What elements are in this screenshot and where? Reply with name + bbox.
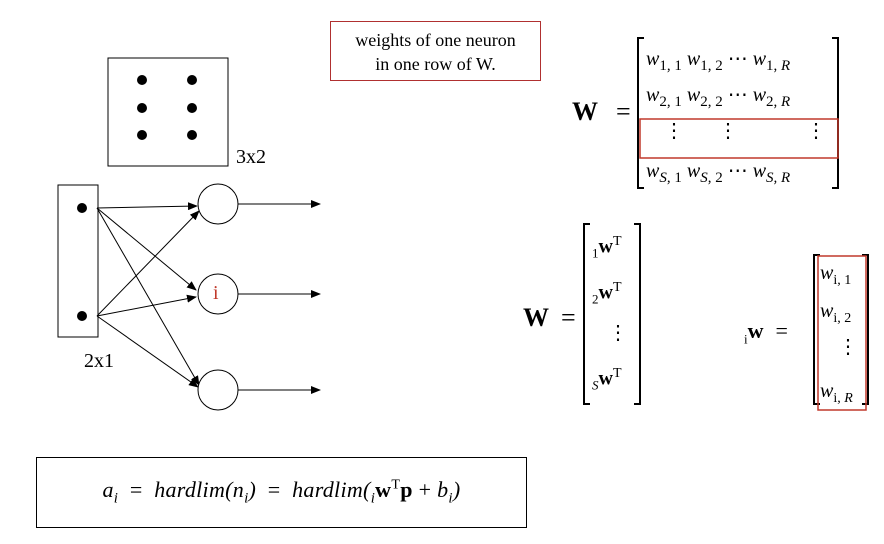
matrix-W-rows-entries: 1wT 2wT ⋮ SwT bbox=[592, 234, 638, 406]
row-1w: 1wT bbox=[592, 234, 622, 261]
matrix-row-2: w2, 1 w2, 2 ⋯ w2, R bbox=[646, 84, 791, 110]
formula-box: ai = hardlim(ni) = hardlim(iwTp + bi) bbox=[36, 457, 527, 528]
matrix-row-1: w1, 1 w1, 2 ⋯ w1, R bbox=[646, 48, 791, 74]
note-line-1: weights of one neuron bbox=[355, 30, 516, 50]
note-line-2: in one row of W. bbox=[375, 54, 496, 74]
iw-entry-1: wi, 1 bbox=[820, 262, 852, 288]
iw-entry-2: wi, 2 bbox=[820, 300, 852, 326]
equals-sign: = bbox=[616, 97, 631, 126]
matrix-W-entries: w1, 1 w1, 2 ⋯ w1, R w2, 1 w2, 2 ⋯ w2, R … bbox=[646, 46, 836, 194]
matrix-row-dots: ⋮ ⋮ ⋮ bbox=[664, 120, 826, 142]
iw-entry-R: wi, R bbox=[820, 380, 853, 406]
matrix-W-rows-symbol: W= bbox=[523, 303, 576, 332]
note-box: weights of one neuron in one row of W. bbox=[330, 21, 541, 81]
row-2w: 2wT bbox=[592, 280, 622, 307]
outputs bbox=[238, 200, 321, 394]
matrix-W-symbol: W = bbox=[572, 97, 631, 127]
input-node-1 bbox=[77, 203, 87, 213]
weight-dots bbox=[137, 75, 197, 140]
matrix-W-rows-brackets bbox=[583, 223, 641, 405]
matrix-W-letter: W bbox=[572, 97, 598, 126]
weight-size-label: 3x2 bbox=[236, 146, 266, 168]
row-dots: ⋮ bbox=[608, 322, 628, 344]
connections bbox=[96, 202, 200, 388]
matrix-row-S: wS, 1 wS, 2 ⋯ wS, R bbox=[646, 160, 791, 186]
matrix-W-brackets bbox=[637, 37, 839, 189]
input-size-label: 2x1 bbox=[84, 350, 114, 372]
neuron-1 bbox=[197, 183, 239, 225]
input-vector-box bbox=[57, 184, 99, 338]
iw-dots: ⋮ bbox=[838, 336, 858, 358]
row-highlight bbox=[639, 118, 839, 159]
neuron-i-label: i bbox=[213, 282, 219, 304]
formula-text: ai = hardlim(ni) = hardlim(iwTp + bi) bbox=[102, 477, 461, 507]
input-node-2 bbox=[77, 311, 87, 321]
weight-matrix-box bbox=[107, 57, 229, 167]
column-highlight bbox=[817, 255, 867, 411]
vector-iw-entries: wi, 1 wi, 2 ⋮ wi, R bbox=[820, 262, 866, 414]
vector-iw-symbol: iw= bbox=[744, 318, 788, 347]
neuron-S bbox=[197, 369, 239, 411]
vector-iw-brackets bbox=[813, 254, 869, 405]
row-Sw: SwT bbox=[592, 366, 622, 393]
